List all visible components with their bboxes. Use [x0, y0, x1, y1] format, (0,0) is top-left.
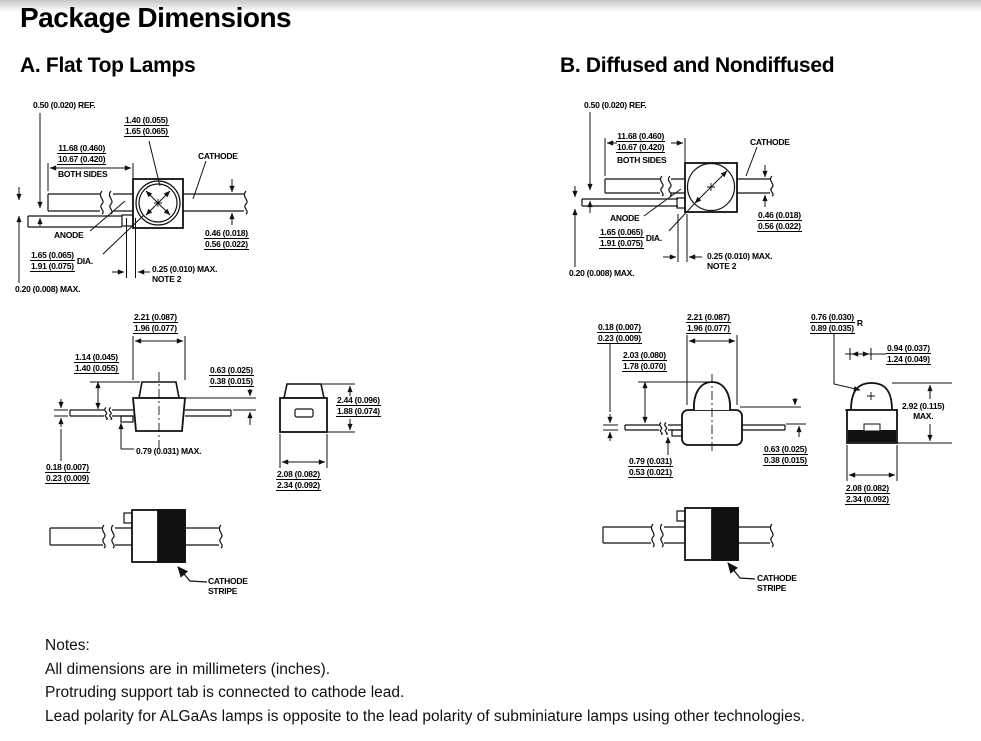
- a-lead-length-dim: 11.68 (0.460)10.67 (0.420): [57, 143, 107, 165]
- a-top-view-drawing: [16, 113, 248, 283]
- a-side-view-drawing: [54, 336, 256, 461]
- b-side-view-drawing: [603, 335, 806, 455]
- b-lead-pos-dim: 0.63 (0.025)0.38 (0.015): [763, 444, 808, 466]
- b-lead-width-dim: 0.46 (0.018)0.56 (0.022): [757, 210, 802, 232]
- b-body-depth-dim: 2.08 (0.082)2.34 (0.092): [845, 483, 890, 505]
- a-offset-max-dim: 0.20 (0.008) MAX.: [15, 284, 81, 294]
- a-lead-pos-dim: 0.63 (0.025)0.38 (0.015): [209, 365, 254, 387]
- b-tab-max-dim: 0.25 (0.010) MAX.NOTE 2: [707, 251, 773, 271]
- b-side-tab-dim: 0.79 (0.031)0.53 (0.021): [628, 456, 673, 478]
- a-pad-width-dim: 1.40 (0.055)1.65 (0.065): [124, 115, 169, 137]
- b-cathode-label: CATHODE: [750, 137, 790, 147]
- a-lead-width-dim: 0.46 (0.018)0.56 (0.022): [204, 228, 249, 250]
- b-center-offset-dim: 0.94 (0.037)1.24 (0.049): [886, 343, 931, 365]
- b-radius-dim: 0.76 (0.030)0.89 (0.035) R: [810, 312, 863, 334]
- a-body-height-dim: 2.44 (0.096)1.88 (0.074): [336, 395, 381, 417]
- b-anode-label: ANODE: [610, 213, 640, 223]
- b-top-view-drawing: [572, 112, 774, 267]
- b-lead-thickness-dim: 0.18 (0.007)0.23 (0.009): [597, 322, 642, 344]
- b-dome-height-dim: 2.03 (0.080)1.78 (0.070): [622, 350, 667, 372]
- note-item: All dimensions are in millimeters (inche…: [45, 660, 331, 678]
- a-end-view-drawing: [279, 383, 355, 468]
- note-item: Protruding support tab is connected to c…: [45, 684, 405, 701]
- a-body-depth-dim: 2.08 (0.082)2.34 (0.092): [276, 469, 321, 491]
- a-top-height-dim: 1.14 (0.045)1.40 (0.055): [74, 352, 119, 374]
- b-both-sides-label: BOTH SIDES: [617, 155, 667, 165]
- b-dia-dim: 1.65 (0.065)1.91 (0.075) DIA.: [599, 227, 662, 249]
- section-b-title: B. Diffused and Nondiffused: [560, 54, 835, 77]
- a-both-sides-label: BOTH SIDES: [58, 169, 108, 179]
- b-total-height-dim: 2.92 (0.115)MAX.: [902, 401, 945, 421]
- b-end-view-drawing: [833, 333, 952, 481]
- notes-block: Notes: All dimensions are in millimeters…: [45, 634, 805, 728]
- page-title: Package Dimensions: [20, 2, 292, 33]
- notes-heading: Notes:: [45, 637, 90, 654]
- a-bottom-view-drawing: [49, 509, 223, 583]
- b-bottom-view-drawing: [602, 507, 774, 580]
- section-a-title: A. Flat Top Lamps: [20, 54, 196, 77]
- a-lead-thickness-dim: 0.18 (0.007)0.23 (0.009): [45, 462, 90, 484]
- a-tab-max-dim: 0.25 (0.010) MAX.NOTE 2: [152, 264, 218, 284]
- b-body-width-dim: 2.21 (0.087)1.96 (0.077): [686, 312, 731, 334]
- b-lead-ref-label: 0.50 (0.020) REF.: [584, 100, 647, 110]
- a-dia-dim: 1.65 (0.065)1.91 (0.075) DIA.: [30, 250, 93, 272]
- note-item: Lead polarity for ALGaAs lamps is opposi…: [45, 707, 805, 725]
- a-body-width-dim: 2.21 (0.087)1.96 (0.077): [133, 312, 178, 334]
- a-cathode-label: CATHODE: [198, 151, 238, 161]
- b-offset-max-dim: 0.20 (0.008) MAX.: [569, 268, 635, 278]
- a-side-tab-max-dim: 0.79 (0.031) MAX.: [136, 446, 202, 456]
- page-top-shadow: [0, 0, 981, 12]
- b-lead-length-dim: 11.68 (0.460)10.67 (0.420): [616, 131, 666, 153]
- a-lead-ref-label: 0.50 (0.020) REF.: [33, 100, 96, 110]
- a-anode-label: ANODE: [54, 230, 84, 240]
